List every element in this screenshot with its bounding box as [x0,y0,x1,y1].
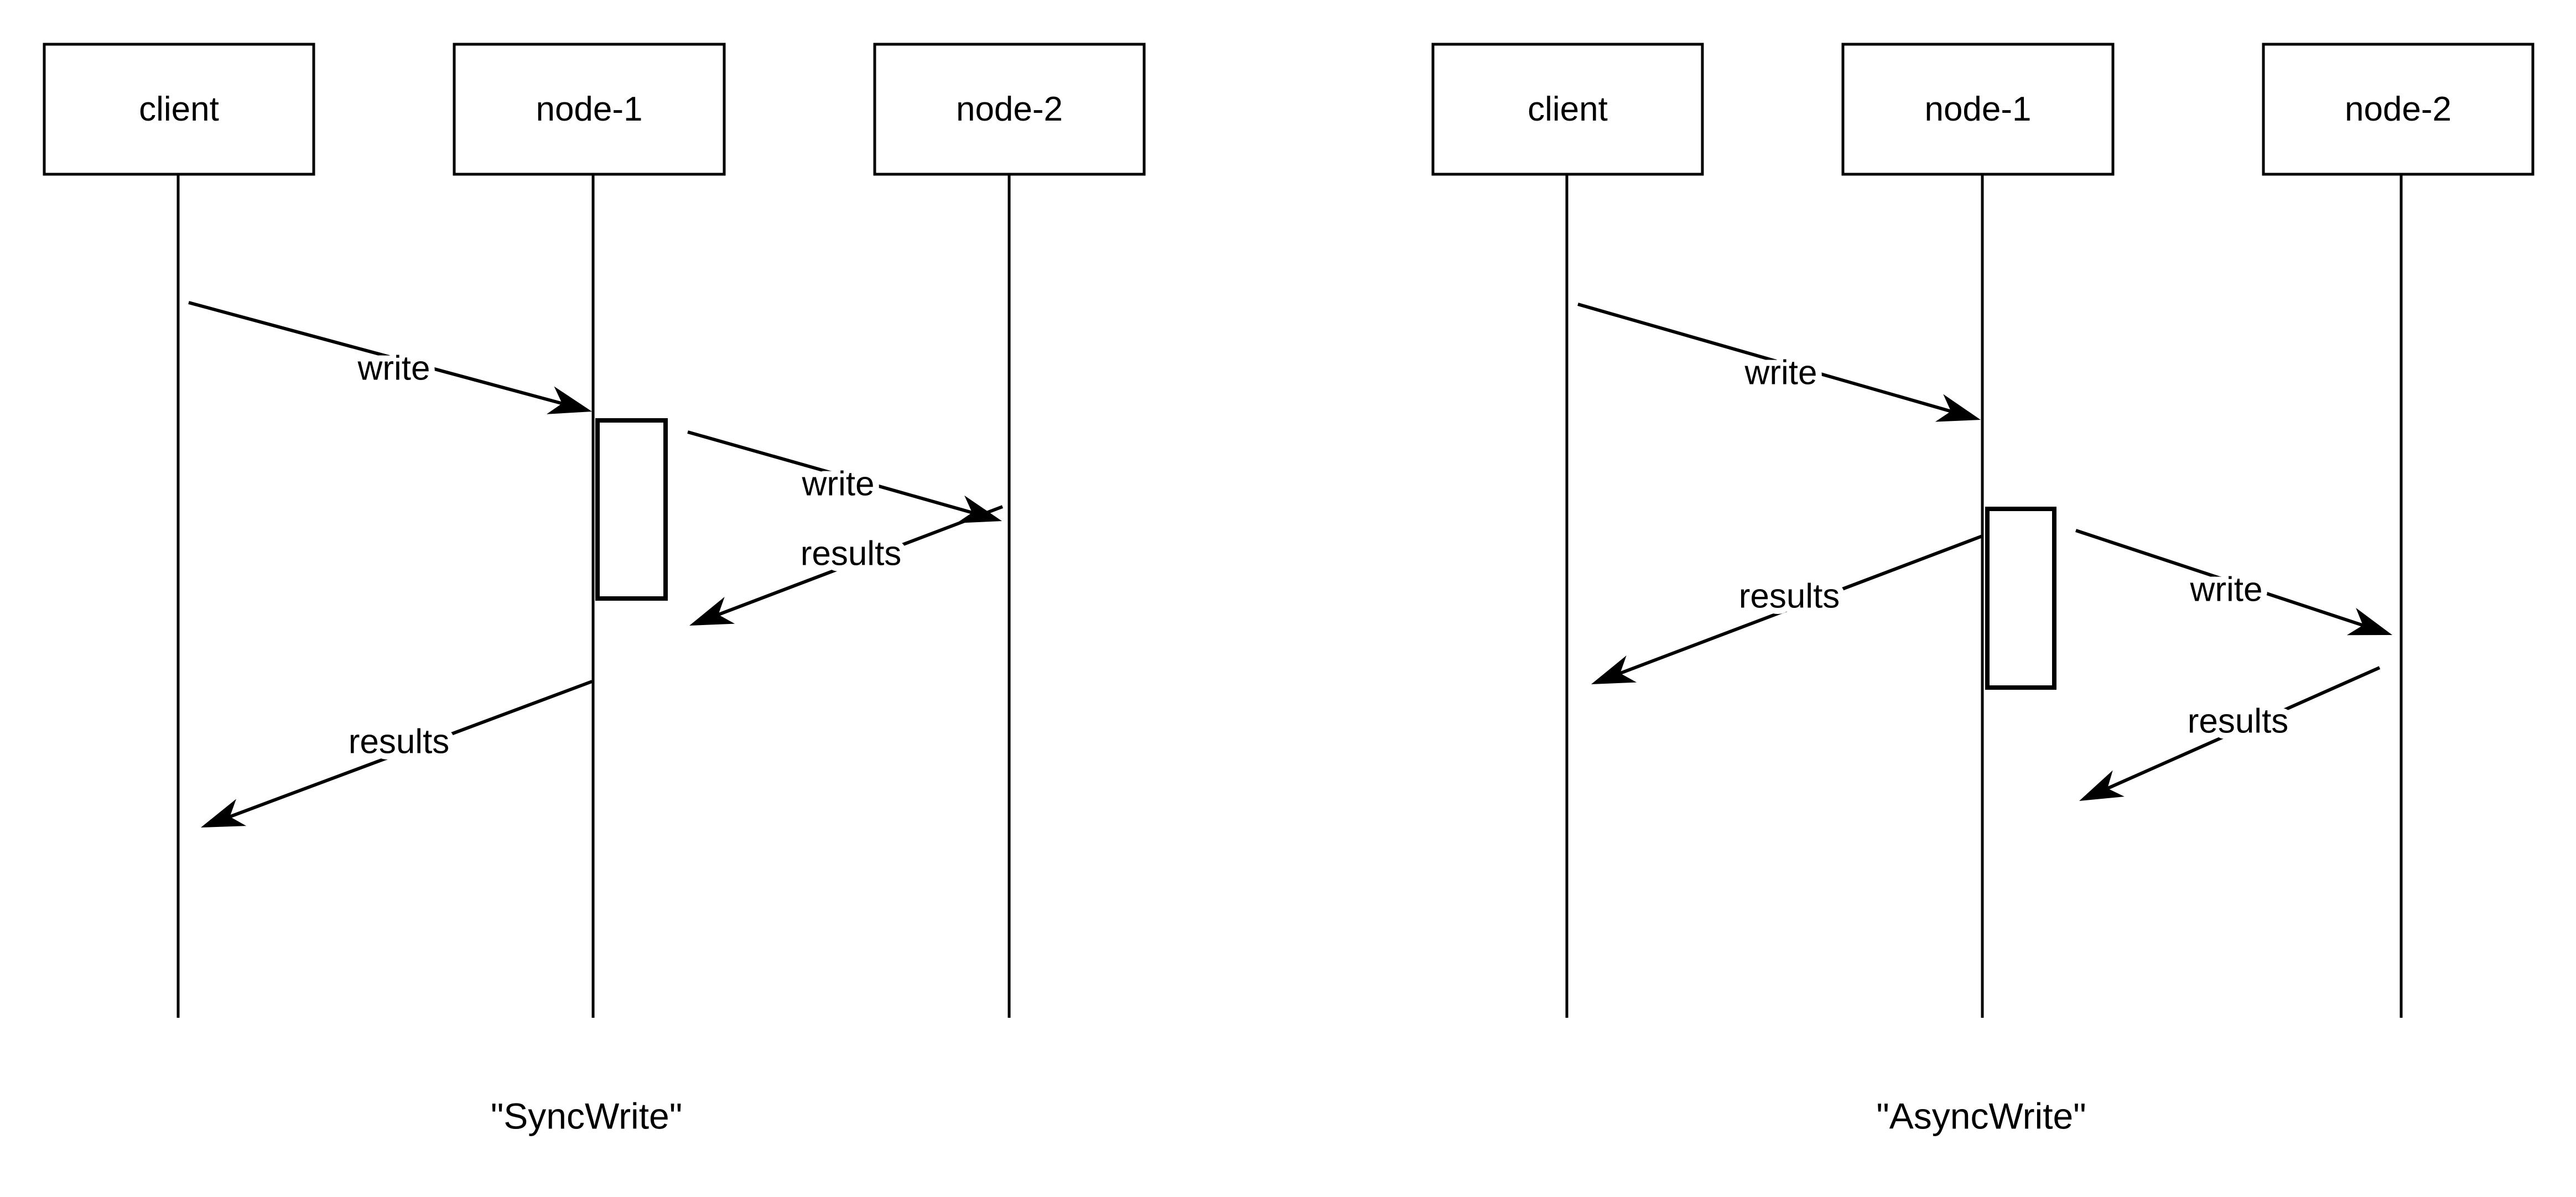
participant-label-client: client [1528,90,1608,128]
message-line-node1-write-node2 [687,430,981,517]
participant-label-node-1: node-1 [536,90,642,128]
participant-label-node-2: node-2 [956,90,1063,128]
message-label-node2-results-node1: results [2188,702,2289,740]
caption-sync-write: "SyncWrite" [491,1095,682,1136]
participant-client: client [43,43,315,1018]
arrow-head-icon [956,495,1002,523]
message-line-node1-write-node2 [2075,529,2372,630]
message-label-halo: results [801,534,902,573]
participant-box-node-1[interactable] [1841,43,2115,176]
participant-node-1: node-1 [453,43,726,1018]
message-line-client-write-node1 [1577,303,1960,415]
participant-box-node-1[interactable] [453,43,726,176]
arrow-head-icon [201,799,247,828]
message-label-halo: write [802,465,875,503]
participant-node-1: node-1 [1841,43,2115,1018]
arrow-head-icon [2079,770,2125,801]
participant-client: client [1431,43,1704,1018]
arrow-head-icon [689,596,735,626]
message-line-node2-results-node1 [709,505,1004,620]
message-label-node1-results-client: results [349,722,450,761]
message-label-node1-write-node2: write [802,465,875,503]
participant-label-client: client [139,90,219,128]
activation-bar-node-1-activation [1985,507,2056,690]
message-label-client-write-node1: write [1744,353,1817,392]
participant-label-node-1: node-1 [1924,90,2031,128]
caption-async-write: "AsyncWrite" [1876,1095,2086,1136]
arrow-head-icon [1935,394,1981,422]
participant-box-client[interactable] [1431,43,1704,176]
message-label-halo: results [349,722,450,761]
message-line-node2-results-node1 [2099,666,2381,794]
message-label-halo: write [1744,353,1817,392]
participant-box-node-2[interactable] [2262,43,2535,176]
message-line-client-write-node1 [188,301,572,408]
message-label-client-write-node1: write [357,349,430,387]
message-line-node1-results-client [1611,534,1983,678]
message-label-node1-results-client: results [1739,577,1840,615]
arrow-head-icon [1591,655,1637,684]
participant-node-2: node-2 [873,43,1146,1018]
arrow-head-icon [546,386,592,414]
message-line-node1-results-client [221,680,593,821]
participant-box-node-2[interactable] [873,43,1146,176]
message-label-halo: results [1739,577,1840,615]
activation-bar-node-1-activation [595,418,668,601]
participant-label-node-2: node-2 [2345,90,2452,128]
message-label-halo: write [2190,570,2263,608]
participant-box-client[interactable] [43,43,315,176]
message-label-halo: results [2188,702,2289,740]
arrow-head-icon [2346,607,2392,636]
message-label-node2-results-node1: results [801,534,902,573]
message-label-halo: write [357,349,430,387]
message-label-node1-write-node2: write [2190,570,2263,608]
participant-node-2: node-2 [2262,43,2535,1018]
